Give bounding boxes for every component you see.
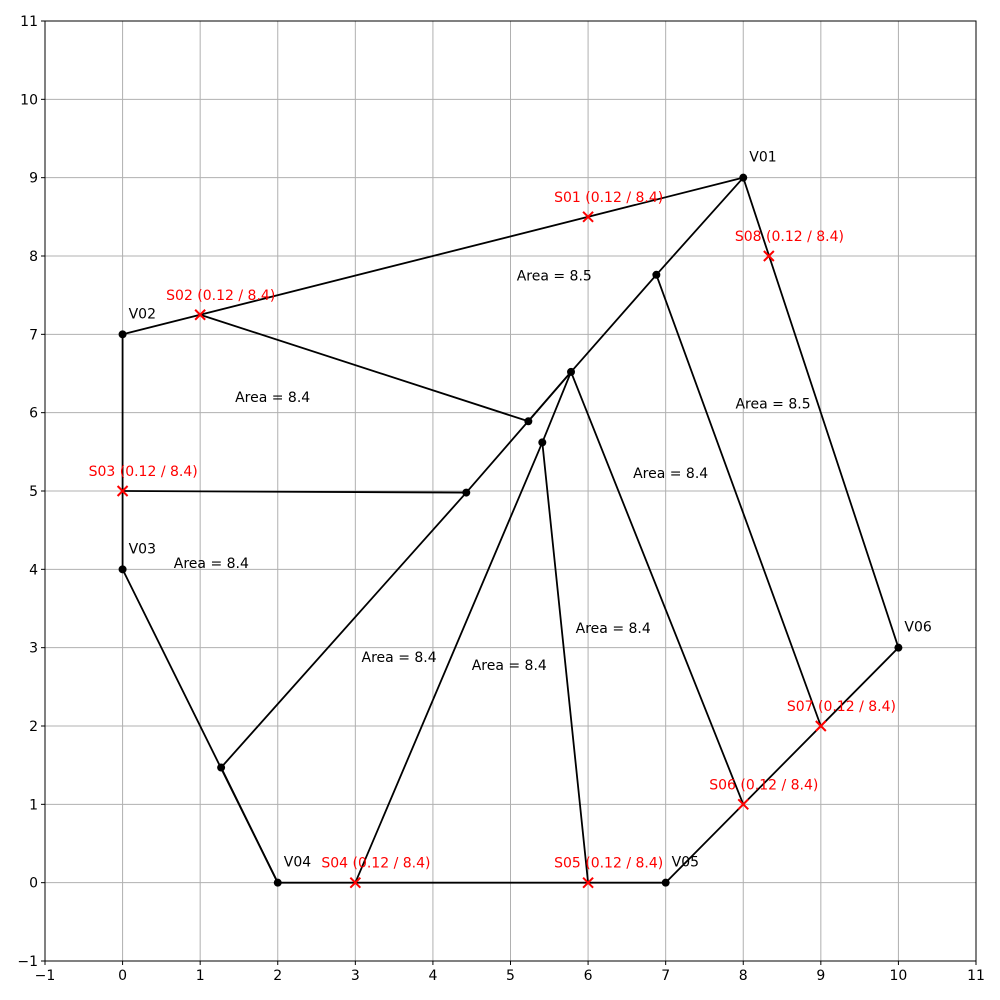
x-tick-label: 9 [816,968,825,984]
inner-vertex-dot [652,270,661,279]
sample-marker [116,485,129,497]
y-tick-label: −1 [17,954,38,970]
y-tick-label: 10 [20,92,38,108]
vertex-label: V02 [129,306,156,322]
partition-edge [655,176,745,276]
sample-label: S01 (0.12 / 8.4) [554,190,663,206]
sample-marker [582,211,594,223]
x-tick-label: −1 [35,968,56,984]
y-tick-label: 7 [29,327,38,343]
x-tick-label: 0 [118,968,127,984]
y-tick-label: 11 [20,14,38,30]
partition-edge [664,646,900,884]
partition-edge [199,313,530,423]
y-tick-label: 0 [29,876,38,892]
sample-marker [582,876,594,889]
boundary-vertex-dot [273,878,282,887]
sample-marker [737,798,749,811]
partition-edge [541,371,572,444]
partition-edge [354,441,544,884]
partition-edge [655,273,822,727]
vertex-label: V01 [749,150,776,166]
area-label: Area = 8.4 [633,466,708,482]
boundary-vertex-dot [661,878,670,887]
boundary-vertex-dot [118,330,127,339]
inner-vertex-dot [217,763,226,772]
x-tick-label: 10 [890,968,908,984]
vertex-label: V06 [904,620,931,636]
vertex-label: V05 [672,855,699,871]
y-tick-label: 2 [29,719,38,735]
x-tick-label: 5 [506,968,515,984]
inner-vertex-dot [567,367,576,376]
area-label: Area = 8.4 [174,556,249,572]
area-label: Area = 8.4 [362,650,437,666]
x-tick-label: 6 [584,968,593,984]
x-tick-label: 3 [351,968,360,984]
boundary-vertex-dot [894,643,903,652]
vertex-label: V04 [284,855,311,871]
y-tick-label: 3 [29,641,38,657]
boundary-vertex-dot [118,565,127,574]
sample-points [116,211,827,889]
inner-vertex-dot [538,438,547,447]
partition-edge [527,371,572,423]
vertices [118,173,903,887]
x-tick-label: 2 [273,968,282,984]
area-label: Area = 8.4 [576,621,651,637]
y-tick-label: 1 [29,797,38,813]
area-label: Area = 8.5 [517,269,592,285]
x-tick-label: 7 [661,968,670,984]
sample-label: S08 (0.12 / 8.4) [735,229,844,245]
y-tick-label: 9 [29,171,38,187]
area-label: Area = 8.4 [235,390,310,406]
vertex-label: V03 [129,541,156,557]
sample-marker [349,876,362,889]
partition-edge [121,490,468,494]
sample-label: S04 (0.12 / 8.4) [321,856,430,872]
y-tick-label: 5 [29,484,38,500]
partition-edge [121,176,745,336]
partition-edge [541,441,589,884]
inner-vertex-dot [462,488,471,497]
partition-edge [570,273,658,373]
partition-edge [570,371,745,806]
y-tick-label: 4 [29,562,38,578]
y-tick-label: 6 [29,406,38,422]
axis-ticks: −1 0 1 2 3 4 5 6 7 8 9 10 11 −1 0 1 2 3 4 5 6 7 8 9 10 11 [17,14,985,984]
sample-label: S05 (0.12 / 8.4) [554,856,663,872]
sample-label: S07 (0.12 / 8.4) [787,699,896,715]
boundary-vertex-dot [739,173,748,182]
sample-label: S02 (0.12 / 8.4) [166,288,275,304]
inner-vertex-dot [524,417,533,426]
x-tick-label: 1 [196,968,205,984]
area-label: Area = 8.5 [735,396,810,412]
area-label: Area = 8.4 [472,658,547,674]
sample-marker [194,309,206,321]
partition-edge [220,766,279,884]
partition-edge [220,491,468,769]
sample-marker [815,720,827,732]
x-tick-label: 11 [967,968,985,984]
x-tick-label: 4 [428,968,437,984]
y-tick-label: 8 [29,249,38,265]
x-tick-label: 8 [739,968,748,984]
sample-marker [763,250,775,262]
sample-label: S06 (0.12 / 8.4) [709,777,818,793]
sample-label: S03 (0.12 / 8.4) [89,464,198,480]
